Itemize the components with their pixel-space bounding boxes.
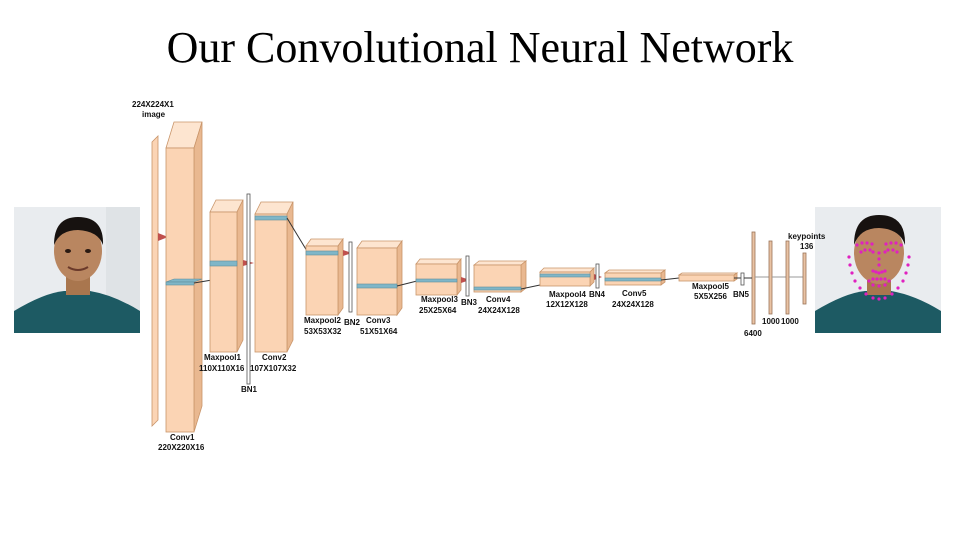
maxpool2-block [305,237,352,317]
maxpool5-name-label: Maxpool5 [692,282,729,291]
bn2-label: BN2 [344,318,361,327]
input-layer-plane [151,135,168,427]
flatten-dims-label: 6400 [744,329,762,338]
conv5-name-label: Conv5 [622,289,647,298]
maxpool2-name-label: Maxpool2 [304,316,341,325]
maxpool3-block [415,257,470,297]
conv3-block [356,239,403,317]
conv2-name-label: Conv2 [262,353,287,362]
output-dims-label: 136 [800,242,814,251]
bn1-layer [246,193,251,385]
maxpool3-name-label: Maxpool3 [421,295,458,304]
conv2-dims-label: 107X107X32 [250,364,297,373]
conv1-name-label: Conv1 [170,433,195,442]
input-face-photo [14,207,140,333]
conv3-name-label: Conv3 [366,316,391,325]
bn4-label: BN4 [589,290,606,299]
conv4-name-label: Conv4 [486,295,511,304]
maxpool1-name-label: Maxpool1 [204,353,241,362]
bn1-label: BN1 [241,385,258,394]
fc2-dims-label: 1000 [781,317,799,326]
fc2-layer [785,240,790,315]
conv1-block [165,121,203,433]
maxpool4-dims-label: 12X12X128 [546,300,588,309]
maxpool1-block [209,199,254,353]
bn4-layer [595,263,600,289]
input-size-label: 224X224X1 [132,100,174,109]
maxpool4-name-label: Maxpool4 [549,290,586,299]
bn2-layer [348,241,353,313]
conv4-block [472,260,528,293]
flatten-layer [751,231,756,325]
slide-title: Our Convolutional Neural Network [166,23,794,72]
maxpool5-dims-label: 5X5X256 [694,292,727,301]
output-keypoints-layer [802,252,807,305]
conv5-block [603,269,667,286]
maxpool2-dims-label: 53X53X32 [304,327,342,336]
fc1-layer [768,240,773,315]
conv2-block [254,201,294,353]
bn5-label: BN5 [733,290,750,299]
conv4-dims-label: 24X24X128 [478,306,520,315]
input-image-label: image [142,110,166,119]
output-face-photo-with-keypoints [815,207,941,333]
bn5-layer [740,272,745,286]
conv5-dims-label: 24X24X128 [612,300,654,309]
keypoint-markers [847,241,911,301]
conv1-dims-label: 220X220X16 [158,443,205,452]
output-name-label: keypoints [788,232,826,241]
maxpool3-dims-label: 25X25X64 [419,306,457,315]
bn3-layer [465,255,470,297]
maxpool5-block [677,272,739,282]
conv3-dims-label: 51X51X64 [360,327,398,336]
bn3-label: BN3 [461,298,478,307]
maxpool4-block [539,267,602,287]
maxpool1-dims-label: 110X110X16 [199,364,245,373]
fc1-dims-label: 1000 [762,317,780,326]
